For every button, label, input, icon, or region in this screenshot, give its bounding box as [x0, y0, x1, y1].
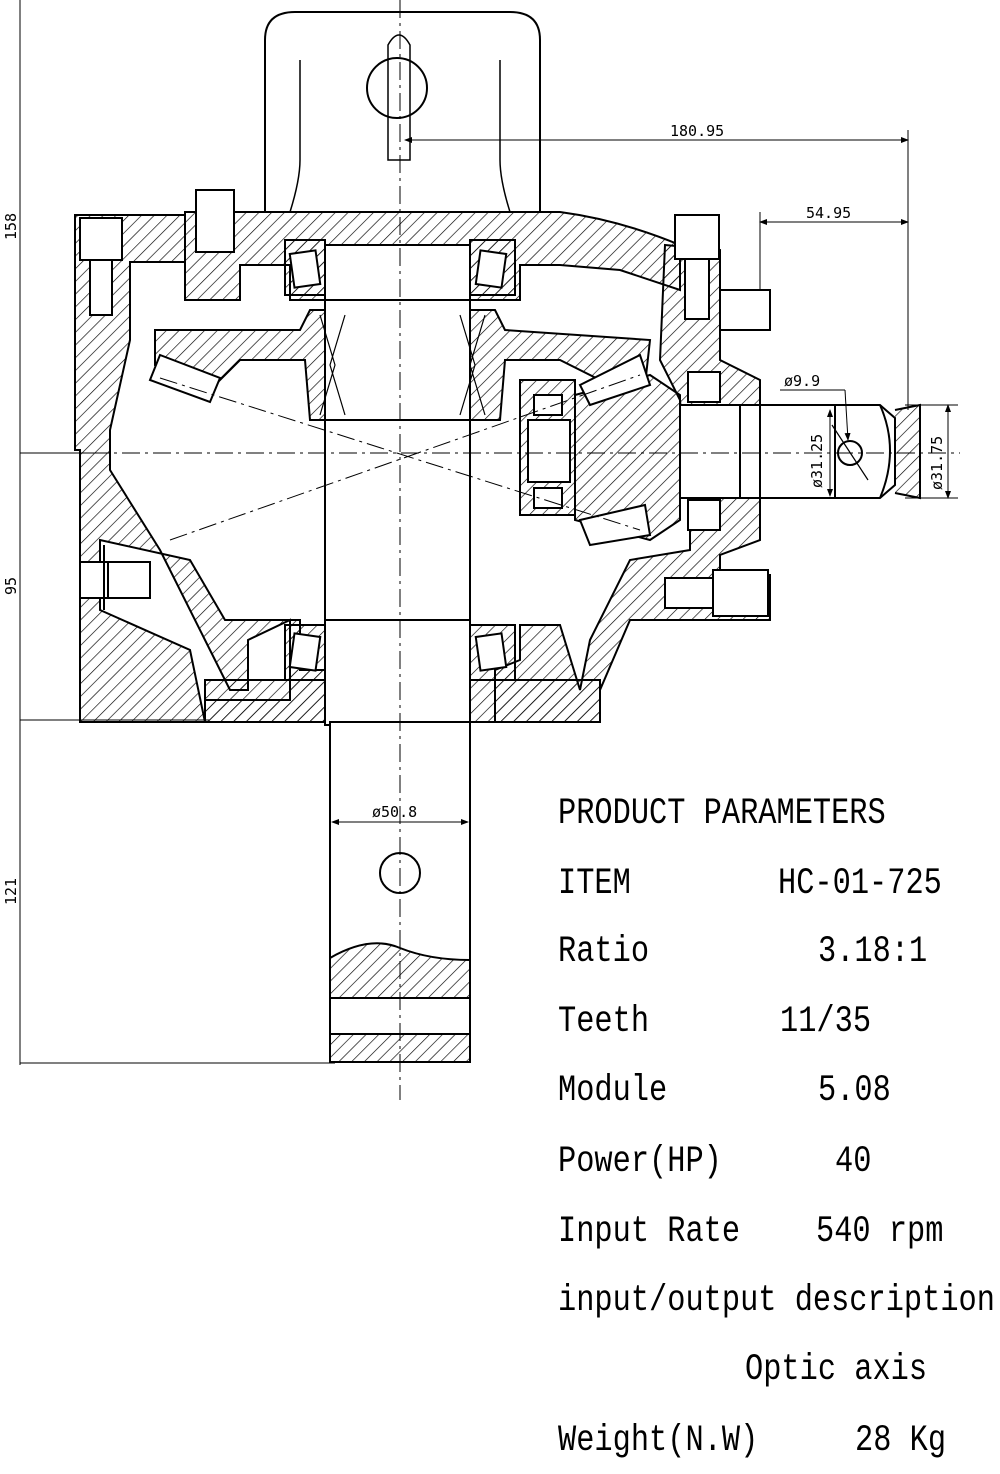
- dim-50-8: ø50.8: [372, 803, 417, 821]
- bolt-top-left: [79, 189, 235, 316]
- teeth-label: Teeth: [558, 1001, 650, 1043]
- teeth-value: 11/35: [780, 1001, 872, 1043]
- bolt-left: [79, 545, 151, 610]
- dim-54-95: 54.95: [806, 204, 851, 222]
- power-value: 40: [835, 1141, 872, 1183]
- input-rate-label: Input Rate: [558, 1211, 741, 1253]
- io-description-value: Optic axis: [745, 1349, 928, 1391]
- pinion-gear: [574, 373, 681, 542]
- module-label: Module: [558, 1070, 668, 1112]
- bolt-top-right: [674, 214, 771, 331]
- pinion-bearing-outer: [687, 371, 721, 403]
- dim-121: 121: [2, 878, 20, 905]
- dim-9-9: ø9.9: [784, 372, 820, 390]
- bracket-pin-hole: [366, 57, 428, 119]
- input-rate-value: 540 rpm: [816, 1211, 944, 1253]
- ratio-label: Ratio: [558, 931, 650, 973]
- ratio-value: 3.18:1: [818, 931, 928, 973]
- dim-180-95: 180.95: [670, 122, 724, 140]
- top-bracket: [264, 11, 541, 212]
- pinion-tooth-top: [578, 353, 652, 407]
- item-value: HC-01-725: [778, 863, 942, 905]
- item-label: ITEM: [558, 863, 631, 905]
- weight-label: Weight(N.W): [558, 1420, 759, 1462]
- dim-158: 158: [2, 213, 20, 240]
- cotter-pin: [387, 34, 411, 161]
- io-description-label: input/output description: [558, 1280, 995, 1322]
- parameters-heading: PRODUCT PARAMETERS: [558, 793, 886, 835]
- power-label: Power(HP): [558, 1141, 722, 1183]
- dim-31-75: ø31.75: [928, 436, 946, 490]
- crown-gear-tooth: [148, 353, 222, 404]
- dim-31-25: ø31.25: [808, 434, 826, 488]
- pinion-tooth-bottom: [578, 503, 652, 547]
- vertical-shaft: [324, 244, 471, 726]
- bolt-right: [664, 569, 769, 617]
- module-value: 5.08: [818, 1070, 891, 1112]
- weight-value: 28 Kg: [855, 1420, 947, 1462]
- dim-95: 95: [2, 577, 20, 595]
